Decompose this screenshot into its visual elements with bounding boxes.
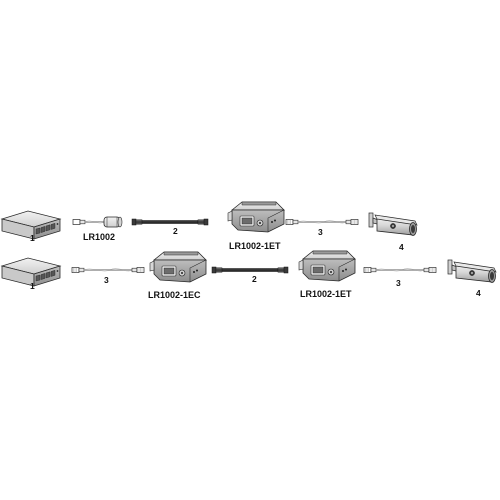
receiver-label: LR1002-1ET: [300, 289, 352, 299]
transmitter-module-icon: [149, 251, 207, 283]
receiver-label: LR1002-1ET: [229, 241, 281, 251]
receiver-module-icon: [298, 250, 356, 282]
adapter-label: LR1002: [83, 232, 115, 242]
camera-number: 4: [399, 242, 404, 252]
switch-number: 1: [30, 233, 35, 243]
switch-number: 1: [30, 281, 35, 291]
lr1002-adapter-icon: [103, 216, 123, 228]
coax-number: 2: [252, 274, 257, 284]
coax-cable-icon: [211, 266, 289, 274]
row-2: 1 3 LR1002-1EC 2 LR1002-1ET 3 4: [1, 250, 497, 300]
camera-number: 4: [476, 288, 481, 298]
bullet-camera-icon: [368, 212, 418, 236]
patch-number: 3: [318, 227, 323, 237]
patch-cable-icon: [285, 218, 359, 226]
patch-number: 3: [396, 278, 401, 288]
row-1: 1 LR1002 2 LR1002-1ET 3 4: [1, 201, 418, 252]
coax-cable-icon: [131, 218, 209, 226]
receiver-module-icon: [227, 201, 285, 233]
patch-cable-icon: [363, 266, 437, 274]
transmitter-label: LR1002-1EC: [148, 290, 201, 300]
patch-cable-icon: [71, 266, 145, 274]
coax-number: 2: [173, 226, 178, 236]
switch-to-adapter-cable: [72, 219, 105, 225]
bullet-camera-icon: [447, 259, 497, 283]
patch-number: 3: [104, 275, 109, 285]
